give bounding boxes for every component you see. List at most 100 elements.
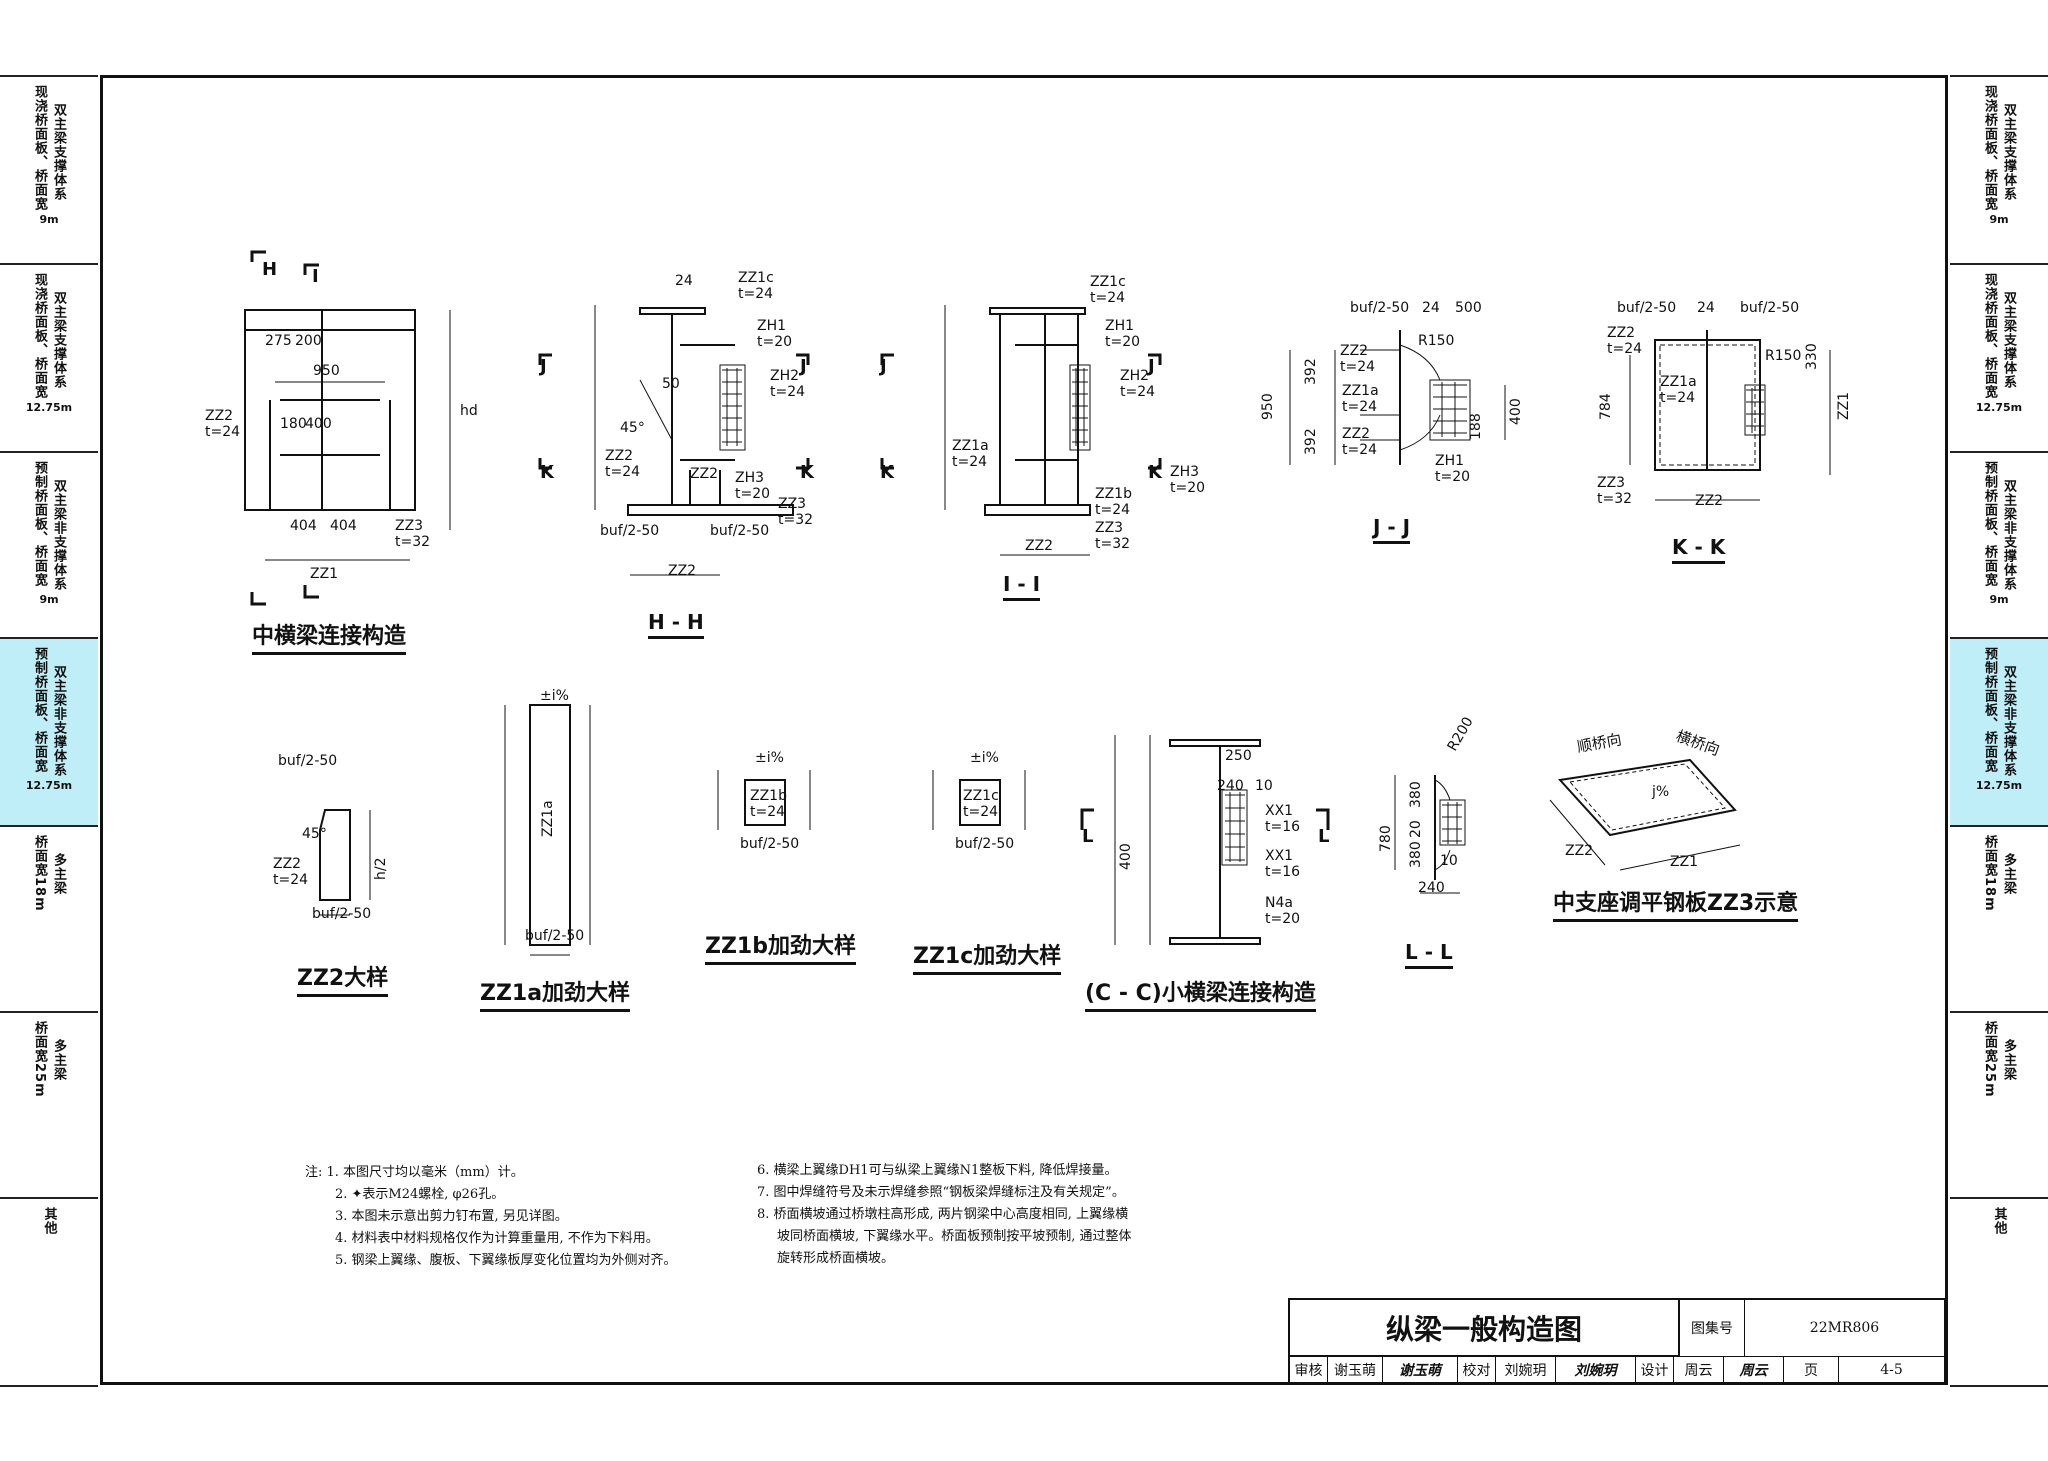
angle-45-b: 45° (302, 826, 327, 842)
note-line: 5. 钢梁上翼缘、腹板、下翼缘板厚变化位置均为外侧对齐。 (335, 1253, 677, 1268)
label-hd: hd (460, 403, 478, 419)
label-zh1-c: ZH1 (1435, 453, 1464, 469)
label-zz2-d: ZZ2 (668, 563, 696, 579)
label-t24-i: t=24 (1340, 359, 1375, 375)
chapter-tab-system: 双主梁支撑体系 (2001, 103, 2016, 201)
label-ipct-c: ±i% (970, 750, 999, 766)
label-zh1-b: ZH1 (1105, 318, 1134, 334)
note-line: 7. 图中焊缝符号及未示焊缝参照“钢板梁焊缝标注及有关规定”。 (757, 1185, 1125, 1200)
chapter-tab-width: 9m (1989, 593, 2009, 606)
chapter-tab-6[interactable]: 多主梁桥面宽25m (0, 1013, 98, 1199)
dim-250: 250 (1225, 748, 1252, 764)
label-buf: buf/2-50 (600, 523, 659, 539)
note-line: 4. 材料表中材料规格仅作为计算重量用, 不作为下料用。 (335, 1231, 659, 1246)
label-zz1c: ZZ1c (738, 270, 774, 286)
cut-mark-i: I (312, 266, 319, 287)
cut-mark-l-b: L (1318, 826, 1329, 847)
caption-jj: J - J (1373, 515, 1411, 544)
dim-392: 392 (1303, 358, 1319, 385)
label-zh3: ZH3 (735, 470, 764, 486)
dim-20: 20 (1408, 820, 1424, 838)
design-name: 周云 (1674, 1357, 1724, 1383)
drawing-zz1c-detail (932, 770, 1026, 830)
chapter-tab-7[interactable]: 其他 (0, 1199, 98, 1387)
label-ipct-b: ±i% (755, 750, 784, 766)
chapter-tab-5[interactable]: 多主梁桥面宽18m (0, 827, 98, 1013)
label-buf-f: buf/2-50 (278, 753, 337, 769)
label-t16-b: t=16 (1265, 864, 1300, 880)
label-zh2: ZH2 (770, 368, 799, 384)
drawing-zz1b-detail (717, 770, 811, 830)
dim-24-b: 24 (1422, 300, 1440, 316)
label-zh1: ZH1 (757, 318, 786, 334)
label-jpct: j% (1651, 784, 1669, 800)
label-zz1c-b: ZZ1c (1090, 274, 1126, 290)
drawing-title: 纵梁一般构造图 (1290, 1300, 1680, 1357)
dim-784: 784 (1598, 393, 1614, 420)
label-buf-h: buf/2-50 (525, 928, 584, 944)
drawing-zz2-detail (319, 809, 371, 916)
page-label: 页 (1784, 1357, 1839, 1383)
label-zz1c-c: ZZ1c (963, 788, 999, 804)
chapter-tab-deck: 桥面宽18m (1982, 835, 1997, 912)
bolt-grid (722, 368, 1764, 862)
cut-mark-j-b: J (798, 356, 807, 377)
dim-404b: 404 (330, 518, 357, 534)
chapter-tab-width: 12.75m (1975, 401, 2023, 414)
review-label: 审核 (1290, 1357, 1328, 1383)
dim-780: 780 (1378, 825, 1394, 852)
caption-ii: I - I (1003, 572, 1041, 601)
cut-mark-k-d: K (1148, 462, 1163, 483)
label-zz2-b: ZZ2 (605, 448, 633, 464)
chapter-tab-6[interactable]: 多主梁桥面宽25m (1950, 1013, 2048, 1199)
label-t32-c: t=32 (1095, 536, 1130, 552)
chapter-tab-system: 多主梁 (2001, 1039, 2016, 1081)
chapter-tab-system: 双主梁非支撑体系 (2000, 665, 2016, 777)
page-number: 4-5 (1839, 1357, 1945, 1383)
label-t24-b: t=24 (738, 286, 773, 302)
label-t24-d: t=24 (605, 464, 640, 480)
label-zz2-c: ZZ2 (690, 466, 718, 482)
cut-mark-l: L (1082, 826, 1093, 847)
label-zz2-g: ZZ2 (1342, 426, 1370, 442)
label-zz2-i: ZZ2 (1695, 493, 1723, 509)
label-t20: t=20 (757, 334, 792, 350)
notes-right: 6. 横梁上翼缘DH1可与纵梁上翼缘N1整板下料, 降低焊接量。7. 图中焊缝符… (757, 1160, 1132, 1270)
drawing-section-jj (1289, 330, 1506, 465)
label-zz3-c: ZZ3 (1095, 520, 1123, 536)
label-zz1a: ZZ1a (952, 438, 989, 454)
dim-400-c: 400 (1118, 843, 1134, 870)
label-r150: R150 (1418, 333, 1454, 349)
label-zz1b-b: ZZ1b (750, 788, 787, 804)
note-line: 2. ✦表示M24螺栓, φ26孔。 (335, 1187, 505, 1202)
cut-mark-k-c: K (880, 462, 895, 483)
chapter-tab-width: 12.75m (25, 401, 73, 414)
note-line: 8. 桥面横坡通过桥墩柱高形成, 两片钢梁中心高度相同, 上翼缘横 (757, 1207, 1129, 1222)
label-zh2-b: ZH2 (1120, 368, 1149, 384)
dim-404: 404 (290, 518, 317, 534)
atlas-number: 22MR806 (1745, 1300, 1945, 1357)
dim-950-b: 950 (1260, 393, 1276, 420)
label-t20-f: t=20 (1265, 911, 1300, 927)
chapter-tab-deck: 桥面宽25m (1982, 1021, 1997, 1098)
chapter-tab-system: 双主梁非支撑体系 (2001, 479, 2016, 591)
angle-45: 45° (620, 420, 645, 436)
label-zz2-h: ZZ2 (1607, 325, 1635, 341)
label-zz1b: ZZ1b (1095, 486, 1132, 502)
chapter-tab-7[interactable]: 其他 (1950, 1199, 2048, 1387)
label-t24-o: t=24 (750, 804, 785, 820)
chapter-tab-5[interactable]: 多主梁桥面宽18m (1950, 827, 2048, 1013)
label-t20-c: t=20 (1105, 334, 1140, 350)
dim-950: 950 (313, 363, 340, 379)
dim-50: 50 (662, 376, 680, 392)
chapter-tab-deck: 预制桥面板、桥面宽 (1981, 647, 1997, 773)
chapter-tab-deck: 现浇桥面板、桥面宽 (1982, 85, 1997, 211)
